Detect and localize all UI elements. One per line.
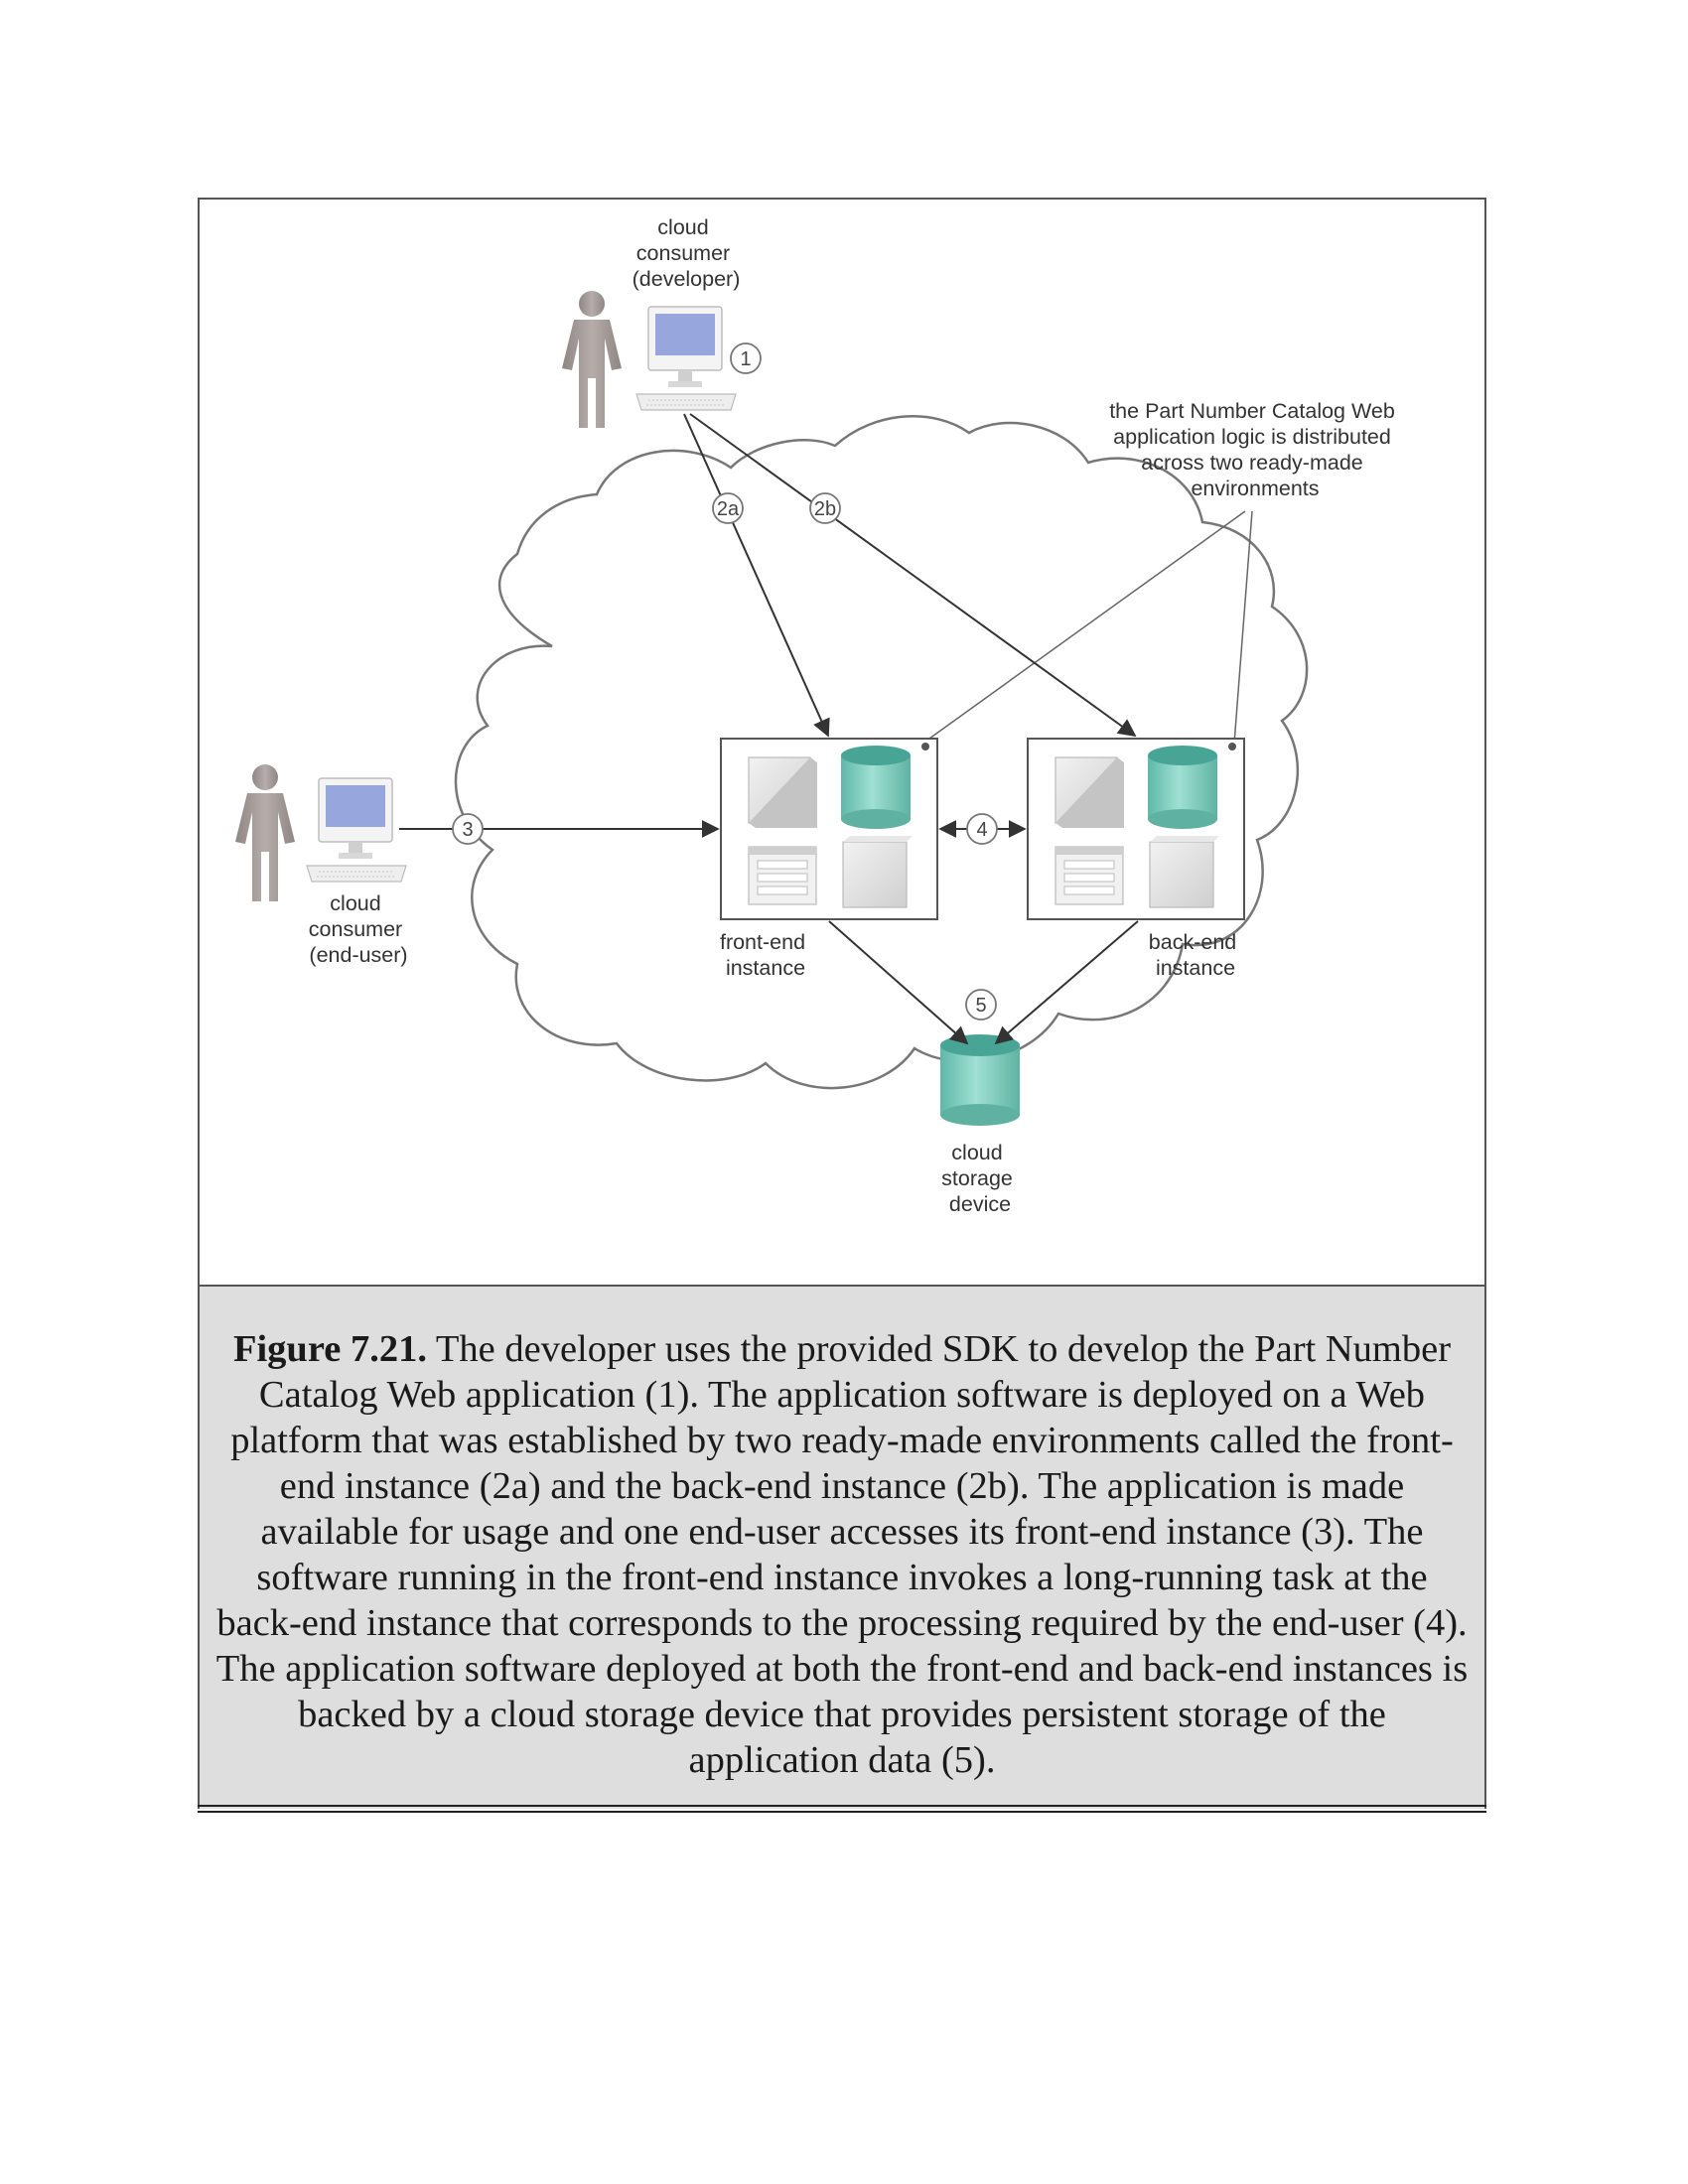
svg-text:2b: 2b — [814, 498, 836, 520]
architecture-diagram: cloud consumer (developer) cloud consume… — [235, 215, 1401, 1216]
step-marker-3: 3 — [452, 813, 484, 845]
enduser-computer-icon — [306, 777, 407, 883]
step-marker-2b: 2b — [809, 492, 841, 524]
backend-label: back-end instance — [1149, 930, 1242, 980]
annotation-leader-frontend — [921, 510, 1246, 745]
server-icon — [1055, 756, 1124, 828]
step-marker-4: 4 — [966, 813, 998, 845]
cube-icon — [1149, 836, 1219, 908]
server-icon — [748, 756, 817, 828]
caption-bottom-rule — [198, 1805, 1486, 1813]
arrow-5-backend — [994, 920, 1139, 1045]
arrow-2a — [683, 413, 830, 738]
form-icon — [748, 846, 817, 905]
svg-text:1: 1 — [740, 348, 751, 370]
svg-text:4: 4 — [976, 819, 987, 841]
enduser-person-icon — [235, 764, 295, 901]
arrow-5-frontend — [828, 920, 969, 1045]
cloud-outline — [454, 415, 1309, 1090]
svg-text:2a: 2a — [717, 498, 740, 520]
step-marker-5: 5 — [965, 989, 997, 1021]
caption-body: The developer uses the provided SDK to d… — [215, 1328, 1469, 1781]
step-marker-1: 1 — [730, 342, 762, 374]
enduser-label: cloud consumer (end-user) — [309, 891, 408, 967]
cloud-storage-icon — [940, 1034, 1020, 1126]
frontend-label: front-end instance — [720, 930, 811, 980]
step-marker-2a: 2a — [712, 492, 744, 524]
form-icon — [1055, 846, 1124, 905]
figure-label: Figure 7.21. — [232, 1328, 427, 1370]
developer-person-icon — [562, 291, 622, 428]
figure-caption: Figure 7.21. The developer uses the prov… — [198, 1287, 1486, 1809]
arrow-2b — [689, 413, 1137, 738]
backend-instance-box — [1027, 738, 1245, 920]
annotation-text: the Part Number Catalog Web application … — [1109, 399, 1401, 500]
svg-text:5: 5 — [975, 995, 986, 1017]
storage-label: cloud storage device — [941, 1141, 1019, 1216]
frontend-instance-box — [720, 738, 938, 920]
developer-label: cloud consumer (developer) — [633, 215, 741, 291]
figure-frame: cloud consumer (developer) cloud consume… — [198, 198, 1486, 1287]
cube-icon — [842, 836, 913, 908]
database-icon — [1148, 746, 1217, 829]
svg-text:3: 3 — [462, 819, 473, 841]
developer-computer-icon — [635, 306, 737, 411]
annotation-leader-backend — [1233, 510, 1253, 745]
database-icon — [841, 746, 911, 829]
caption-paragraph: Figure 7.21. The developer uses the prov… — [210, 1326, 1475, 1783]
